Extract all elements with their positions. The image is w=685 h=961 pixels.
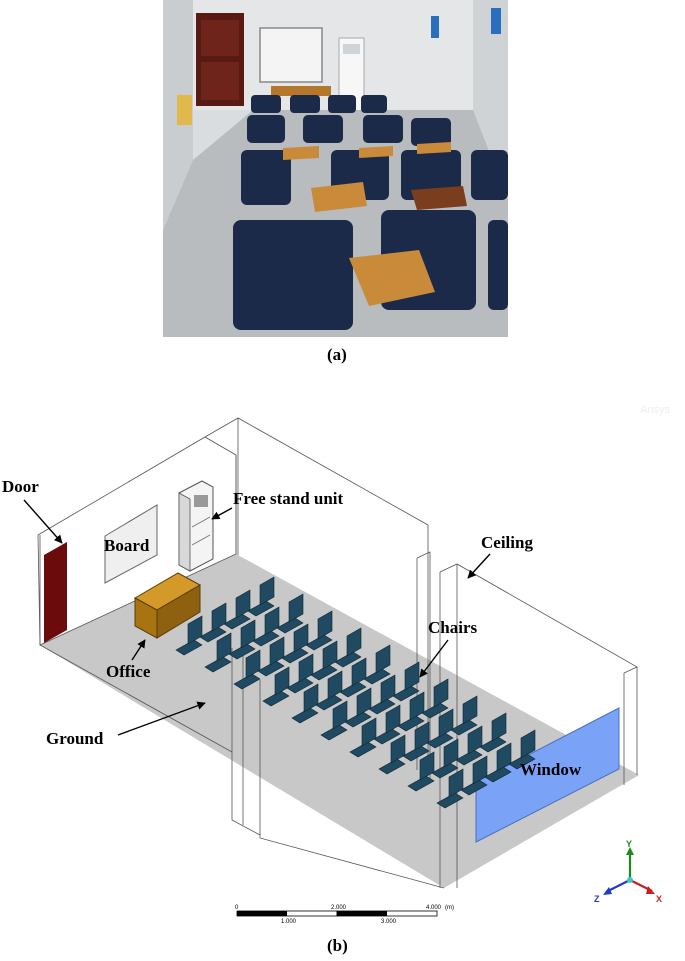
chair-back [269,636,285,666]
chair-back [356,687,372,717]
chair-back [375,644,391,674]
chair-back [288,593,304,623]
chair-back [467,725,483,755]
chair-back [491,712,507,742]
label-window: Window [520,760,582,779]
chair-back [409,691,425,721]
chair-back [298,653,314,683]
chair-back [404,661,420,691]
chair-back [264,606,280,636]
classroom-photo [163,0,508,337]
scale-label-2: 2.000 [331,905,347,911]
scale-label-4: 4.000 [426,905,442,911]
chair-back [245,649,261,679]
label-door: Door [2,477,39,496]
axis-x-label: X [656,894,662,904]
photo-whiteboard [259,27,323,83]
board [104,504,158,584]
caption-a: (a) [327,345,347,364]
chair-back [390,734,406,764]
chair-back [385,704,401,734]
chair-back [448,768,464,798]
label-ceiling: Ceiling [481,533,533,552]
label-board: Board [104,536,150,555]
chair-back [317,610,333,640]
label-ground: Ground [46,729,104,748]
chair-back [433,678,449,708]
chair-back [496,742,512,772]
label-free-stand-unit: Free stand unit [233,489,344,508]
scale-unit: (m) [445,905,454,911]
chair-back [322,640,338,670]
chair-back [419,751,435,781]
axis-y-label: Y [626,839,632,849]
chair-back [235,589,251,619]
chair-back [211,602,227,632]
label-chairs: Chairs [428,618,478,637]
chair-back [472,755,488,785]
chair-back [361,717,377,747]
chair-back [462,695,478,725]
chair-back [216,632,232,662]
scale-label-3: 3.000 [381,919,397,925]
chair-back [520,729,536,759]
chair-back [187,615,203,645]
window [475,707,620,843]
ansys-watermark: Ansys [640,404,670,416]
chairs-group [175,576,536,809]
chair-back [274,666,290,696]
chair-back [438,708,454,738]
scale-label-0: 0 [235,905,239,911]
chair-back [327,670,343,700]
chair-back [259,576,275,606]
chair-back [332,700,348,730]
axis-z-label: Z [594,894,600,904]
scale-bar: 0 2.000 4.000 (m) 1.000 3.000 [235,905,454,925]
door [44,542,67,643]
chair-back [303,683,319,713]
chair-back [293,623,309,653]
caption-b: (b) [327,936,348,955]
chair-back [351,657,367,687]
chair-back [346,627,362,657]
chair-back [380,674,396,704]
axis-triad: Y Z X [594,839,662,904]
label-office: Office [106,662,151,681]
room-3d-model: Door Board Free stand unit Ceiling Chair… [2,417,662,925]
chair-back [414,721,430,751]
chair-back [443,738,459,768]
scale-label-1: 1.000 [281,919,297,925]
chair-back [240,619,256,649]
